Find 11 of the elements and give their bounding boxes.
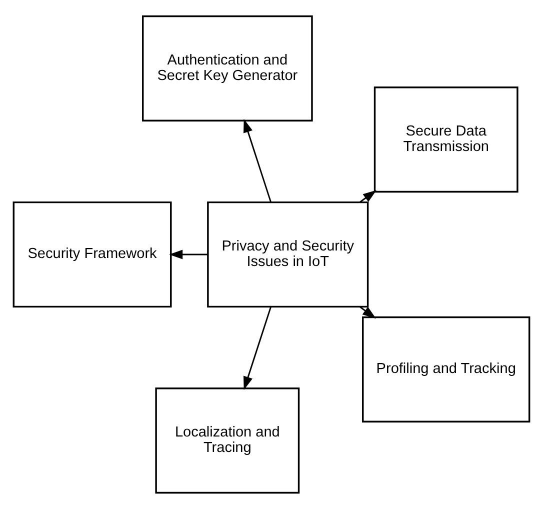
node-box: Profiling and Tracking <box>362 316 530 422</box>
arrow <box>169 249 208 259</box>
arrow <box>244 306 272 390</box>
node-box: Authentication and Secret Key Generator <box>142 14 313 122</box>
arrow <box>244 118 272 202</box>
arrow <box>360 306 376 318</box>
node-box: Privacy and Security Issues in IoT <box>207 200 369 308</box>
arrow <box>360 190 377 202</box>
node-box: Secure Data Transmission <box>374 86 518 192</box>
node-box: Security Framework <box>12 200 172 308</box>
node-box: Localization and Tracing <box>155 386 300 494</box>
